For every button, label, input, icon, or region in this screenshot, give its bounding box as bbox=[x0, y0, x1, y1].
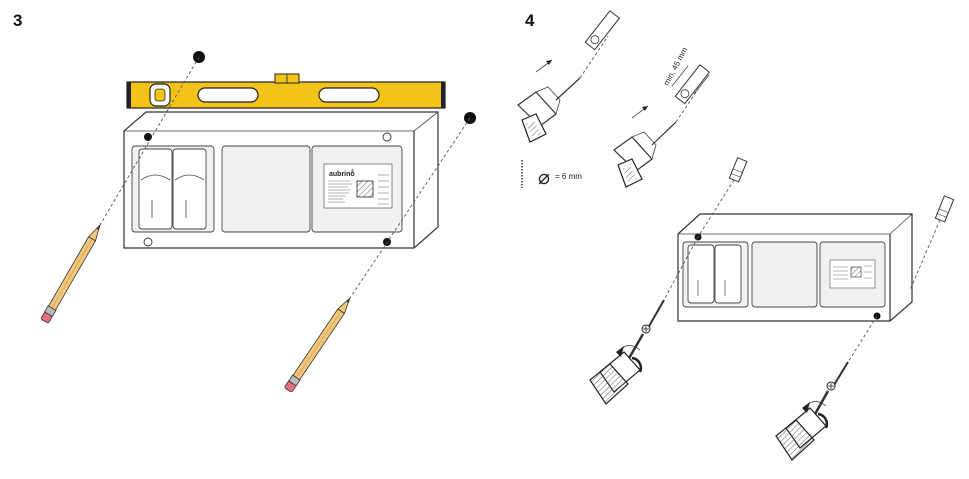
label-text-lines bbox=[328, 174, 389, 205]
switch-box-step4 bbox=[677, 213, 913, 322]
brand-mark: ® bbox=[351, 168, 354, 173]
pencil-left bbox=[40, 224, 101, 324]
screwdriver-1 bbox=[589, 333, 645, 405]
drill-2 bbox=[613, 85, 701, 188]
step-4-number: 4 bbox=[525, 11, 535, 30]
qr-code bbox=[356, 180, 374, 198]
screw-2 bbox=[826, 361, 849, 391]
diameter-symbol: ⌀ bbox=[538, 167, 550, 189]
drill-depth-label: min. 45 mm bbox=[662, 46, 690, 87]
spirit-level bbox=[126, 73, 446, 109]
wall-plug-2 bbox=[674, 64, 711, 105]
drill-bit-spec: ⌀ = 6 mm bbox=[521, 160, 582, 189]
wall-plug-1 bbox=[584, 10, 621, 51]
wall-plug-4 bbox=[934, 195, 955, 223]
screwdriver-2 bbox=[775, 390, 830, 461]
diameter-value: = 6 mm bbox=[555, 172, 582, 181]
pencil-right bbox=[284, 297, 351, 393]
step-3-number: 3 bbox=[13, 11, 22, 30]
brand-logo: aubrino bbox=[329, 171, 355, 178]
screw-1 bbox=[641, 299, 665, 334]
drill-1 bbox=[517, 35, 609, 143]
switch-box-step3: aubrino ® bbox=[123, 111, 439, 249]
wall-plug-3 bbox=[728, 157, 748, 183]
